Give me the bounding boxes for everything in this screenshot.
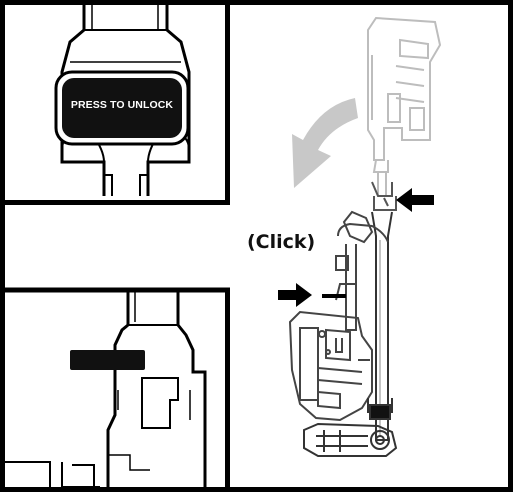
press-to-unlock-label: PRESS TO UNLOCK: [64, 99, 180, 111]
click-label: (Click): [247, 231, 315, 253]
latch-bar: [70, 350, 145, 370]
bottom-left-detail-panel: [3, 290, 228, 490]
